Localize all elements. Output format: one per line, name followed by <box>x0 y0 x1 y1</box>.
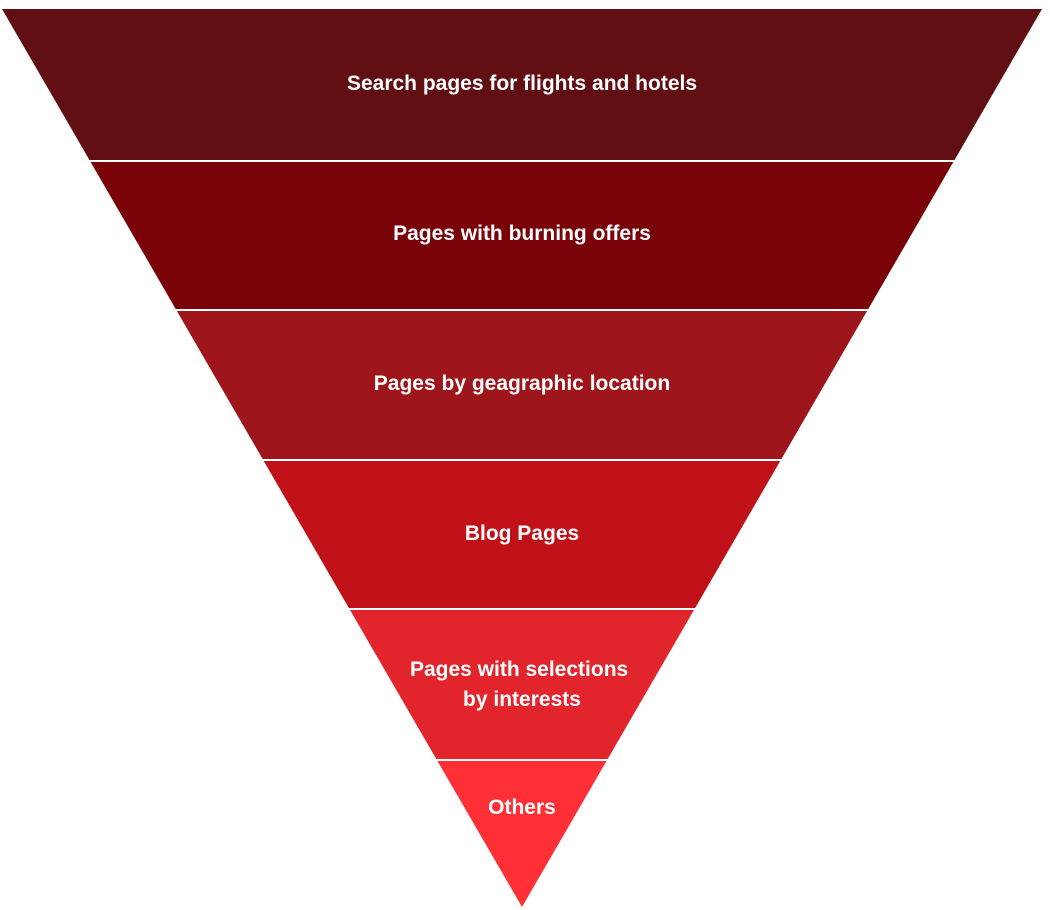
funnel-level-2: Pages with burning offers <box>90 162 954 309</box>
funnel-level-3: Pages by geagraphic location <box>176 311 868 459</box>
funnel-label-2-line-1: Pages with burning offers <box>393 222 651 245</box>
funnel-label-3-line-1: Pages by geagraphic location <box>374 372 670 395</box>
funnel-segment-5 <box>350 610 694 759</box>
funnel-label-2: Pages with burning offers <box>393 222 651 245</box>
funnel-label-4-line-1: Blog Pages <box>465 522 579 545</box>
funnel-segment-6 <box>437 761 607 907</box>
funnel-label-4: Blog Pages <box>465 522 579 545</box>
funnel-segment-2 <box>90 162 954 309</box>
funnel-label-6: Others <box>488 796 556 819</box>
funnel-level-1: Search pages for flights and hotels <box>2 9 1042 160</box>
funnel-segment-3 <box>176 311 868 459</box>
funnel-label-5: Pages with selections by interests <box>410 658 634 711</box>
funnel-level-5: Pages with selections by interests <box>350 610 694 759</box>
funnel-label-3: Pages by geagraphic location <box>374 372 670 395</box>
funnel-label-5-line-1: Pages with selections <box>410 658 628 681</box>
funnel-label-6-line-1: Others <box>488 796 556 819</box>
funnel-segment-1 <box>2 9 1042 160</box>
funnel-segment-4 <box>263 461 781 608</box>
funnel-label-1-line-1: Search pages for flights and hotels <box>347 72 697 95</box>
funnel-label-1: Search pages for flights and hotels <box>347 72 697 95</box>
funnel-level-4: Blog Pages <box>263 461 781 608</box>
funnel-level-6: Others <box>437 761 607 907</box>
funnel-label-5-line-2: by interests <box>463 688 581 711</box>
